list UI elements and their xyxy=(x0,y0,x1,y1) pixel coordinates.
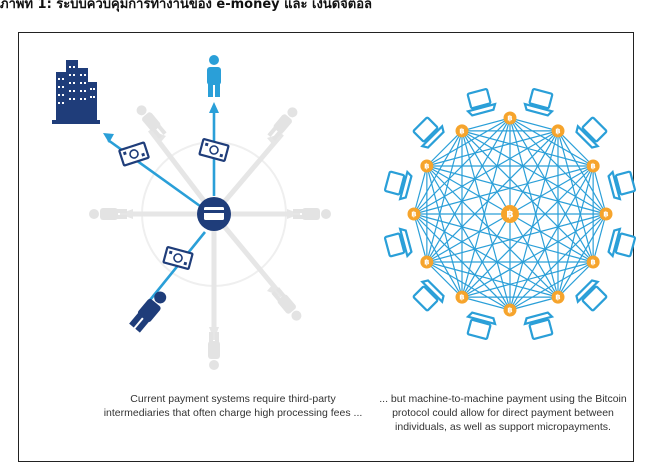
mesh-link xyxy=(426,130,559,263)
laptop-icon xyxy=(409,113,447,151)
right-panel-description: ... but machine-to-machine payment using… xyxy=(368,392,638,434)
laptop-icon xyxy=(462,86,498,118)
person-icon xyxy=(207,55,221,97)
mesh-link xyxy=(426,165,559,298)
mesh-link xyxy=(413,213,428,263)
laptop-icon xyxy=(382,226,414,262)
mesh-link xyxy=(413,130,463,215)
laptop-icon xyxy=(522,86,558,118)
svg-text:฿: ฿ xyxy=(507,113,512,122)
laptop-icon xyxy=(462,310,498,342)
left-panel-description: Current payment systems require third-pa… xyxy=(88,392,378,420)
bitcoin-icon: ฿ xyxy=(551,124,565,138)
mesh-link xyxy=(557,130,594,167)
building-windows xyxy=(58,66,95,104)
bitcoin-icon: ฿ xyxy=(501,205,519,223)
bitcoin-icon: ฿ xyxy=(586,255,600,269)
svg-text:฿: ฿ xyxy=(591,161,596,170)
bitcoin-icon: ฿ xyxy=(407,207,421,221)
mesh-link xyxy=(413,213,594,263)
mesh-link xyxy=(426,165,511,311)
bitcoin-icon: ฿ xyxy=(503,111,517,125)
right-panel: ฿฿฿฿฿฿฿฿฿฿฿฿฿ xyxy=(382,86,638,342)
gray-spokes xyxy=(120,128,300,340)
right-desc-line3: individuals, as well as support micropay… xyxy=(395,421,611,433)
mesh-link xyxy=(426,130,463,167)
mesh-link xyxy=(426,261,463,298)
mesh-link xyxy=(461,117,511,298)
bitcoin-icon: ฿ xyxy=(586,159,600,173)
svg-text:฿: ฿ xyxy=(507,305,512,314)
svg-text:฿: ฿ xyxy=(424,161,429,170)
mesh-link xyxy=(413,165,594,215)
laptop-icon xyxy=(409,277,447,315)
mesh-link xyxy=(557,261,594,298)
mesh-link xyxy=(461,296,511,311)
mesh-link xyxy=(509,130,559,311)
mesh-link xyxy=(592,165,607,215)
laptop-icon xyxy=(573,277,611,315)
mesh-link xyxy=(461,130,594,167)
mesh-link xyxy=(592,213,607,263)
svg-text:฿: ฿ xyxy=(603,209,608,218)
bitcoin-icon: ฿ xyxy=(551,290,565,304)
bitcoin-icon: ฿ xyxy=(455,124,469,138)
svg-text:฿: ฿ xyxy=(459,293,464,302)
laptop-icon xyxy=(606,226,638,262)
bitcoin-icon: ฿ xyxy=(503,303,517,317)
laptop-icon xyxy=(382,166,414,202)
bitcoin-icon: ฿ xyxy=(599,207,613,221)
svg-text:฿: ฿ xyxy=(555,126,560,135)
figure-caption: ภาพที่ 1: ระบบควบคุมการทำงานของ e-money … xyxy=(0,0,372,12)
svg-text:฿: ฿ xyxy=(424,257,429,266)
left-panel xyxy=(52,55,331,370)
laptop-icon xyxy=(573,113,611,151)
mesh-link xyxy=(413,165,428,215)
mesh-link xyxy=(413,213,463,298)
right-desc-line1: ... but machine-to-machine payment using… xyxy=(379,393,627,405)
svg-text:฿: ฿ xyxy=(591,257,596,266)
mesh-link xyxy=(461,117,511,132)
svg-text:฿: ฿ xyxy=(459,126,464,135)
svg-text:฿: ฿ xyxy=(506,208,513,220)
mesh-link xyxy=(461,130,594,263)
mesh-link xyxy=(413,213,559,298)
mesh-link xyxy=(509,117,559,298)
payer-person-icon xyxy=(129,291,167,333)
left-desc-line1: Current payment systems require third-pa… xyxy=(130,393,336,405)
mesh-link xyxy=(509,117,559,132)
right-desc-line2: protocol could allow for direct payment … xyxy=(392,407,614,419)
mesh-link xyxy=(461,165,594,298)
laptop-icon xyxy=(606,166,638,202)
diagram: ฿฿฿฿฿฿฿฿฿฿฿฿฿ xyxy=(52,55,638,370)
mesh-link xyxy=(426,213,607,263)
bitcoin-icon: ฿ xyxy=(455,290,469,304)
mesh-link xyxy=(509,296,559,311)
mesh-link xyxy=(426,261,511,311)
mesh-link xyxy=(461,130,511,311)
mesh-link xyxy=(426,165,463,298)
left-desc-line2: intermediaries that often charge high pr… xyxy=(103,407,363,419)
card-icon xyxy=(197,197,231,231)
bitcoin-icon: ฿ xyxy=(420,255,434,269)
mesh-link xyxy=(426,130,463,263)
bitcoin-icons: ฿฿฿฿฿฿฿฿฿฿฿฿฿ xyxy=(407,111,613,317)
mesh-link xyxy=(426,165,607,215)
building-icon xyxy=(52,60,100,124)
mesh-link xyxy=(461,130,607,215)
svg-text:฿: ฿ xyxy=(411,209,416,218)
laptop-icon xyxy=(522,310,558,342)
svg-text:฿: ฿ xyxy=(555,293,560,302)
bitcoin-icon: ฿ xyxy=(420,159,434,173)
